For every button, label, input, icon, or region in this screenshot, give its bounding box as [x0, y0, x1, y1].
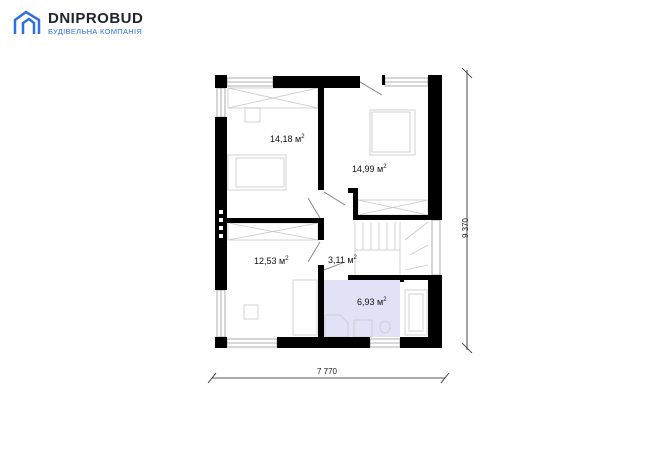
- bed-icon: [227, 154, 287, 191]
- room-area-label: 6,93 м2: [357, 297, 387, 307]
- house-logo-icon: [13, 10, 41, 34]
- room-area-label: 14,99 м2: [352, 164, 387, 174]
- wardrobe-icon: [292, 279, 318, 336]
- depth-dimension: 9 370: [461, 217, 470, 238]
- logo[interactable]: DNIPROBUD БУДІВЕЛЬНА КОМПАНІЯ: [12, 10, 143, 36]
- shower-icon: [324, 314, 349, 338]
- width-dimension: 7 770: [317, 367, 338, 376]
- chair-icon: [243, 304, 259, 320]
- toilet-icon: [379, 320, 391, 334]
- room-area-label: 14,18 м2: [270, 134, 305, 144]
- doors: [307, 81, 383, 271]
- room-area-label: 12,53 м2: [254, 256, 289, 266]
- bed-icon: [369, 109, 416, 156]
- room-area-label: 3,11 м2: [328, 255, 358, 265]
- chair-icon: [244, 107, 261, 123]
- bathroom-floor: [324, 280, 400, 337]
- furniture: [227, 87, 429, 338]
- vents: [219, 210, 404, 282]
- bathtub-icon: [404, 289, 428, 336]
- brand-name: DNIPROBUD: [48, 9, 144, 27]
- brand-tagline: БУДІВЕЛЬНА КОМПАНІЯ: [48, 26, 143, 36]
- walls: [215, 75, 442, 348]
- dimension-lines: [207, 67, 473, 384]
